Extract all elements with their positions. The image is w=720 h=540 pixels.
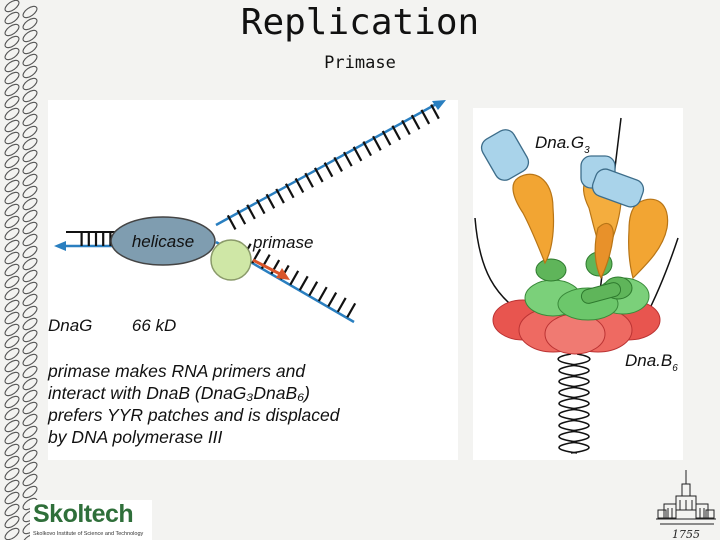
description-line: by DNA polymerase III <box>48 427 223 447</box>
slide-title: Replication <box>240 2 480 43</box>
double-helix <box>557 353 591 454</box>
ornamental-border <box>4 0 38 540</box>
dnab6-label: Dna.B6 <box>625 351 678 374</box>
primosome-panel: Dna.G3 Dna.B6 <box>473 108 683 460</box>
emblem-year: 1755 <box>672 528 700 540</box>
primase-description: primase makes RNA primers and interact w… <box>48 360 448 448</box>
rna-primer <box>252 258 290 280</box>
protein-name: DnaG <box>48 316 93 335</box>
description-line: interact with DnaB (DnaG₃DnaB₆) <box>48 383 310 403</box>
upper-strand <box>215 100 446 230</box>
dnab-green-domains <box>524 251 650 321</box>
university-emblem: 1755 <box>656 470 716 540</box>
replication-fork-diagram: helicase primase <box>54 100 446 324</box>
dnag3-label: Dna.G3 <box>535 133 590 156</box>
dnag-blue-domains <box>480 129 645 208</box>
helicase-label: helicase <box>132 232 194 251</box>
dnab-ring <box>492 299 661 355</box>
primosome-diagram: Dna.G3 Dna.B6 <box>474 117 679 454</box>
slide-subtitle: Primase <box>324 53 396 73</box>
description-line: primase makes RNA primers and <box>48 361 306 381</box>
primase-shape <box>210 239 252 281</box>
logo-tagline: Skolkovo Institute of Science and Techno… <box>33 531 144 537</box>
protein-info: DnaG 66 kD <box>48 316 176 336</box>
skoltech-logo: Skoltech Skolkovo Institute of Science a… <box>30 500 152 540</box>
helicase-shape <box>110 216 216 266</box>
protein-mass: 66 kD <box>131 316 177 335</box>
replication-fork-panel: helicase primase <box>48 100 458 460</box>
primase-label: primase <box>252 233 313 252</box>
logo-name: Skoltech <box>33 500 134 528</box>
description-line: prefers YYR patches and is displaced <box>48 405 340 425</box>
